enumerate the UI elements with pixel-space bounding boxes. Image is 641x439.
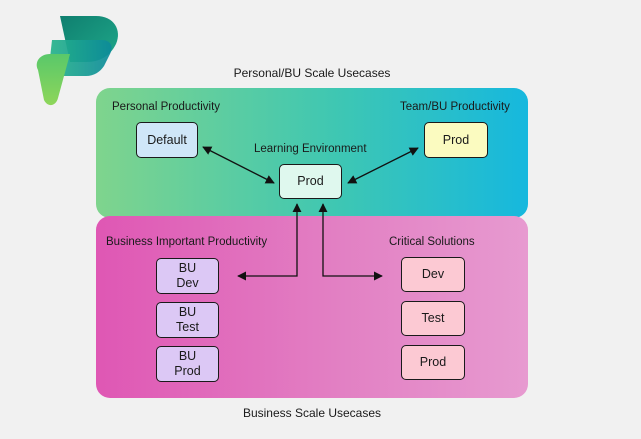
critical-test-label: Test (421, 311, 445, 325)
critical-dev-label: Dev (421, 267, 445, 281)
bu-dev-environment-box: BU Dev (156, 258, 219, 294)
learning-prod-label: Prod (297, 174, 324, 188)
critical-solutions-label: Critical Solutions (389, 236, 475, 248)
team-bu-productivity-label: Team/BU Productivity (400, 101, 510, 113)
bottom-caption: Business Scale Usecases (242, 406, 382, 420)
team-prod-environment-box: Prod (424, 122, 488, 158)
bu-test-label: BU Test (176, 305, 199, 334)
learning-prod-environment-box: Prod (279, 164, 342, 199)
bu-test-environment-box: BU Test (156, 302, 219, 338)
team-prod-label: Prod (442, 132, 470, 147)
bu-prod-environment-box: BU Prod (156, 346, 219, 382)
bu-dev-label: BU Dev (176, 261, 199, 290)
default-environment-box: Default (136, 122, 198, 158)
power-platform-logo (36, 16, 118, 106)
personal-productivity-label: Personal Productivity (112, 101, 221, 113)
top-caption: Personal/BU Scale Usecases (233, 66, 391, 80)
business-important-productivity-label: Business Important Productivity (106, 236, 268, 248)
default-environment-label: Default (147, 132, 187, 147)
critical-prod-environment-box: Prod (401, 345, 465, 380)
critical-test-environment-box: Test (401, 301, 465, 336)
bu-prod-label: BU Prod (174, 349, 201, 378)
critical-prod-label: Prod (419, 355, 447, 369)
critical-dev-environment-box: Dev (401, 257, 465, 292)
learning-environment-label: Learning Environment (254, 143, 367, 155)
